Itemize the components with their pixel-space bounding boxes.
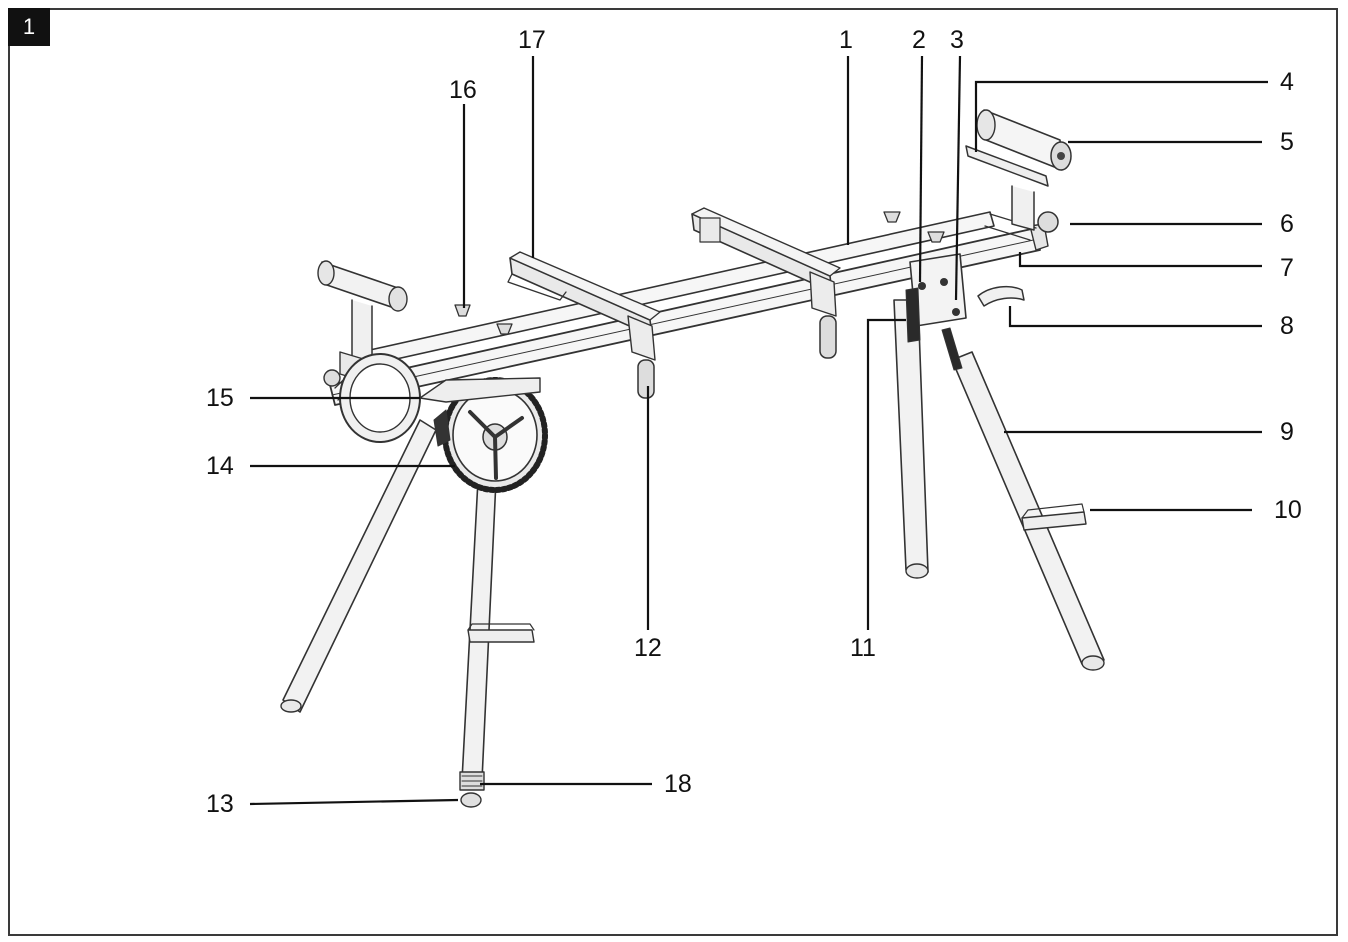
leg-hinge bbox=[905, 253, 967, 371]
callout-11: 11 bbox=[850, 634, 876, 662]
callout-12: 12 bbox=[634, 634, 662, 662]
wheel-front bbox=[442, 377, 548, 493]
axle-bracket bbox=[419, 377, 541, 403]
callout-16: 16 bbox=[449, 76, 477, 104]
foot-rest-right bbox=[1021, 511, 1087, 531]
roller-support-right bbox=[965, 109, 1072, 233]
callout-2: 2 bbox=[912, 26, 926, 54]
callout-13: 13 bbox=[206, 790, 234, 818]
callout-10: 10 bbox=[1274, 496, 1302, 524]
figure-frame bbox=[8, 8, 1338, 936]
leader-lines bbox=[249, 55, 1268, 806]
mounting-bracket-left bbox=[507, 251, 661, 399]
callout-labels: 1 2 3 4 5 6 7 8 9 10 11 12 13 14 15 16 1… bbox=[206, 26, 1302, 818]
callout-14: 14 bbox=[206, 452, 234, 480]
callout-9: 9 bbox=[1280, 418, 1294, 446]
foot-rest-left bbox=[467, 629, 535, 643]
handle bbox=[977, 285, 1025, 307]
callout-7: 7 bbox=[1280, 254, 1294, 282]
callout-18: 18 bbox=[664, 770, 692, 798]
leg-back-left bbox=[282, 419, 437, 713]
callout-3: 3 bbox=[950, 26, 964, 54]
callout-6: 6 bbox=[1280, 210, 1294, 238]
callout-8: 8 bbox=[1280, 312, 1294, 340]
mounting-bracket-right bbox=[691, 207, 841, 359]
leg-front-right bbox=[951, 351, 1105, 665]
knobs bbox=[454, 211, 945, 335]
figure-number-badge: 1 bbox=[8, 8, 50, 46]
callout-15: 15 bbox=[206, 384, 234, 412]
callout-17: 17 bbox=[518, 26, 546, 54]
callout-5: 5 bbox=[1280, 128, 1294, 156]
callout-1: 1 bbox=[839, 26, 853, 54]
callout-4: 4 bbox=[1280, 68, 1294, 96]
